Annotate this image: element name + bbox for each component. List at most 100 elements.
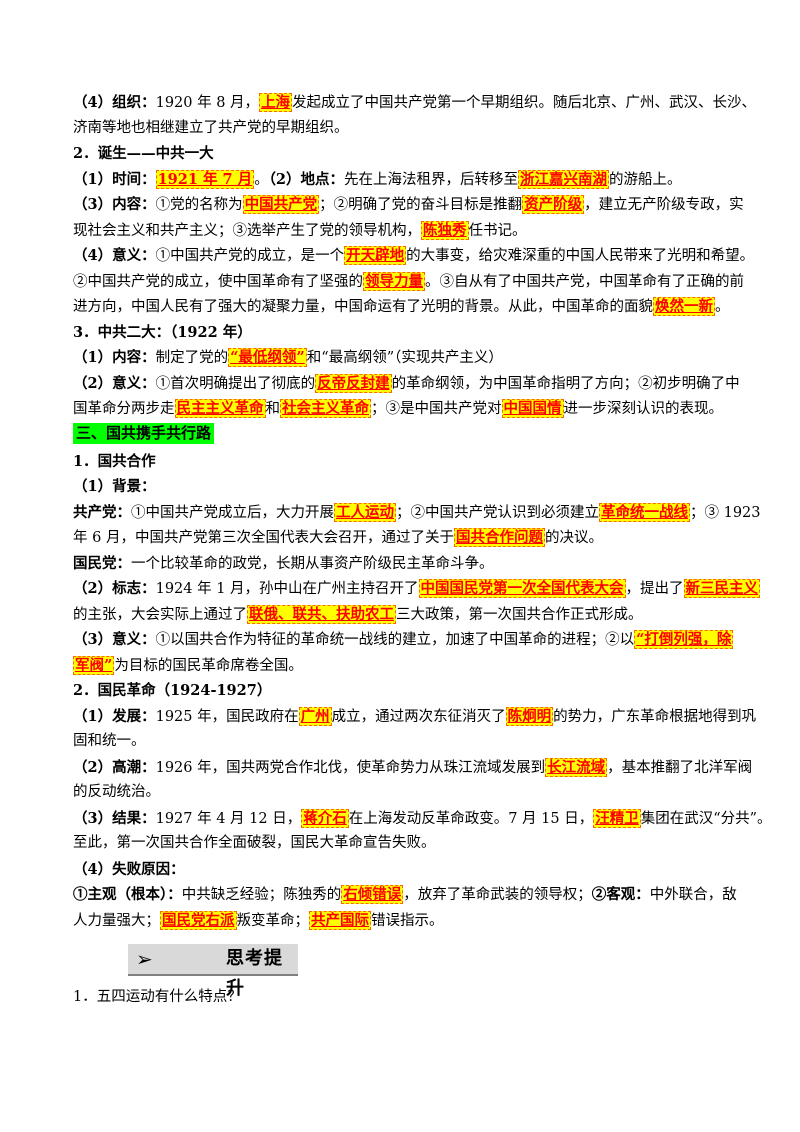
org-line-2: 济南等地也相继建立了共产党的早期组织。: [73, 119, 349, 136]
birth-sig-line-1: （4）意义：①中国共产党的成立，是一个开天辟地的大事变，给灾难深重的中国人民带来…: [73, 243, 754, 269]
highlight-three-policies: 联俄、联共、扶助农工: [247, 604, 396, 624]
sig-text-5: 进方向，中国人民有了强大的凝聚力量，中国命运有了光明的背景。从此，中国革命的面貌: [73, 299, 653, 315]
result-text-1: 1927 年 4 月 12 日，: [155, 810, 302, 827]
second-sig-text-4: 和: [265, 401, 281, 417]
highlight-min-program: “最低纲领”: [228, 348, 307, 367]
question-1: 1．五四运动有什么特点？: [73, 989, 242, 1005]
rev-result-line-2: 至此，第一次国共合作全面破裂，国民大革命宣告失败。: [73, 835, 436, 851]
peak-text-2: ，基本推翻了北洋军阀: [607, 759, 753, 776]
fail-text-6: 错误指示。: [371, 912, 444, 929]
highlight-kmt-congress: 中国国民党第一次全国代表大会: [418, 579, 626, 598]
section-3-line: 三、国共携手共行路: [73, 422, 733, 449]
rev-peak-line-2: 的反动统治。: [73, 784, 160, 800]
coop-sig-text-1: ①以国共合作为特征的革命统一战线的建立，加速了中国革命的进程；②以: [155, 632, 635, 648]
birth-time-line: （1）时间：1921 年 7 月。（2）地点：先在上海法租界，后转移至浙江嘉兴南…: [73, 167, 733, 193]
cpc-text-2: ；②中国共产党认识到必须建立: [396, 504, 599, 521]
second-sig-line-2: 国革命分两步走民主主义革命和社会主义革命；③是中国共产党对中国国情进一步深刻认识…: [73, 396, 733, 422]
sig-text-6: 。: [715, 299, 730, 315]
rev-dev-line-2: 固和统一。: [73, 733, 146, 749]
dev-text-3: 的势力，广东革命根据地得到巩: [553, 708, 757, 725]
content-text-3: ，建立无产阶级专政，实: [584, 197, 744, 213]
birth-content-line-1: （3）内容：①党的名称为中国共产党；②明确了党的奋斗目标是推翻资产阶级，建立无产…: [73, 192, 744, 218]
rev-heading-text: 2．国民革命（1924-1927）: [73, 682, 272, 699]
content-text-2: ；②明确了党的奋斗目标是推翻: [319, 197, 523, 213]
mark-text-2: ，提出了: [625, 581, 684, 597]
birth-sig-line-2: ②中国共产党的成立，使中国革命有了坚强的领导力量。③自从有了中国共产党，中国革命…: [73, 269, 744, 295]
cpc-text-5: 的决议。: [544, 530, 603, 546]
place-label: （2）地点：: [268, 170, 345, 188]
second-content-line: （1）内容：制定了党的“最低纲领”和“最高纲领”（实现共产主义）: [73, 345, 733, 371]
highlight-chen-duxiu: 陈独秀: [421, 220, 469, 240]
highlight-guangzhou: 广州: [298, 706, 332, 726]
org-line-1: （4）组织：1920 年 8 月，上海发起成立了中国共产党第一个早期组织。随后北…: [73, 90, 756, 116]
cpc-text-1: ①中国共产党成立后，大力开展: [131, 504, 334, 521]
highlight-nanhu: 浙江嘉兴南湖: [518, 169, 610, 189]
peak-label: （2）高潮：: [73, 758, 156, 776]
think-bar: ➢ 思考提升: [128, 944, 298, 999]
highlight-comintern: 共产国际: [309, 910, 371, 930]
coop-sig-text-2: 为目标的国民革命席卷全国。: [114, 657, 303, 674]
second-content-text-2: 和“最高纲领”（实现共产主义）: [306, 350, 503, 366]
second-sig-line-1: （2）意义：①首次明确提出了彻底的反帝反封建的革命纲领，为中国革命指明了方向；②…: [73, 371, 740, 397]
sig-text-1: ①中国共产党的成立，是一个: [155, 248, 345, 264]
think-label: 思考提升: [226, 948, 283, 999]
arrow-bullet-icon: ➢: [136, 947, 153, 971]
content-text-5: 任书记。: [468, 222, 527, 239]
highlight-national-conditions: 中国国情: [501, 399, 564, 418]
highlight-cpc: 中国共产党: [242, 195, 320, 214]
peak-text-1: 1926 年，国共两党合作北伐，使革命势力从珠江流域发展到: [155, 759, 546, 776]
section-3-title: 三、国共携手共行路: [73, 422, 215, 444]
rev-fail-line-2: 人力量强大；国民党右派叛变革命；共产国际错误指示。: [73, 908, 733, 934]
fail-text-1: 中共缺乏经验；陈独秀的: [181, 887, 342, 903]
highlight-cooperation-issue: 国共合作问题: [453, 528, 545, 547]
rev-peak-line-1: （2）高潮：1926 年，国共两党合作北伐，使革命势力从珠江流域发展到长江流域，…: [73, 755, 752, 781]
sig-text-2: 的大事变，给灾难深重的中国人民带来了光明和希望。: [406, 248, 755, 264]
highlight-epoch: 开天辟地: [344, 246, 407, 265]
highlight-labor-movement: 工人运动: [334, 502, 396, 522]
dev-text-1: 1925 年，国民政府在: [155, 708, 299, 725]
highlight-new-look: 焕然一新: [653, 297, 715, 316]
highlight-shanghai: 上海: [259, 93, 293, 112]
org-text-1: 1920 年 8 月，: [155, 95, 260, 111]
fail-text-3: 中外联合，敌: [649, 887, 737, 903]
mark-label: （2）标志：: [73, 580, 156, 597]
birth-heading-text: 2．诞生——中共一大: [73, 145, 214, 162]
fail-text-5: 叛变革命；: [236, 912, 310, 929]
kmt-text: 一个比较革命的政党，长期从事资产阶级民主革命斗争。: [131, 555, 494, 572]
result-label: （3）结果：: [73, 809, 156, 827]
kmt-label: 国民党：: [73, 554, 131, 572]
place-text: 先在上海法租界，后转移至: [344, 171, 519, 188]
birth-heading: 2．诞生——中共一大: [73, 141, 733, 167]
second-sig-text-1: ①首次明确提出了彻底的: [155, 375, 316, 392]
dev-text-2: 成立，通过两次东征消灭了: [331, 708, 506, 725]
place-end: 的游船上。: [609, 171, 682, 188]
highlight-chiang: 蒋介石: [301, 808, 349, 828]
second-heading: 3．中共二大：（1922 年）: [73, 320, 733, 346]
think-banner: ➢ 思考提升: [73, 941, 733, 999]
second-content-label: （1）内容：: [73, 349, 156, 366]
highlight-yangtze: 长江流域: [545, 757, 608, 777]
highlight-slogan-part-2: 军阀”: [73, 655, 115, 675]
coop-sig-label: （3）意义：: [73, 631, 156, 648]
rev-fail-label-line: （4）失败原因：: [73, 857, 733, 883]
highlight-anti-imperialism: 反帝反封建: [315, 373, 392, 393]
fail-text-2: ，放弃了革命武装的领导权；: [403, 887, 592, 903]
coop-mark-line-1: （2）标志：1924 年 1 月，孙中山在广州主持召开了中国国民党第一次全国代表…: [73, 576, 761, 602]
highlight-leadership: 领导力量: [363, 271, 425, 291]
cpc-text-4: 年 6 月，中国共产党第三次全国代表大会召开，通过了关于: [73, 530, 454, 546]
rev-dev-line-1: （1）发展：1925 年，国民政府在广州成立，通过两次东征消灭了陈炯明的势力，广…: [73, 704, 756, 730]
second-content-text-1: 制定了党的: [155, 350, 229, 366]
dev-label: （1）发展：: [73, 707, 156, 725]
second-sig-text-6: 进一步深刻认识的表现。: [563, 401, 724, 417]
sig-text-3: ②中国共产党的成立，使中国革命有了坚强的: [73, 273, 363, 290]
coop-sig-line-2: 军阀”为目标的国民革命席卷全国。: [73, 653, 733, 679]
rev-result-line-1: （3）结果：1927 年 4 月 12 日，蒋介石在上海发动反革命政变。7 月 …: [73, 806, 772, 832]
rev-heading: 2．国民革命（1924-1927）: [73, 678, 733, 704]
cpc-label: 共产党：: [73, 503, 131, 521]
second-sig-label: （2）意义：: [73, 374, 156, 392]
highlight-right-error: 右倾错误: [341, 885, 404, 904]
highlight-chen-jiongming: 陈炯明: [505, 706, 554, 726]
coop-kmt-line: 国民党：一个比较革命的政党，长期从事资产阶级民主革命斗争。: [73, 551, 733, 577]
document-page: （4）组织：1920 年 8 月，上海发起成立了中国共产党第一个早期组织。随后北…: [73, 90, 772, 1025]
fail-text-4: 人力量强大；: [73, 912, 160, 929]
